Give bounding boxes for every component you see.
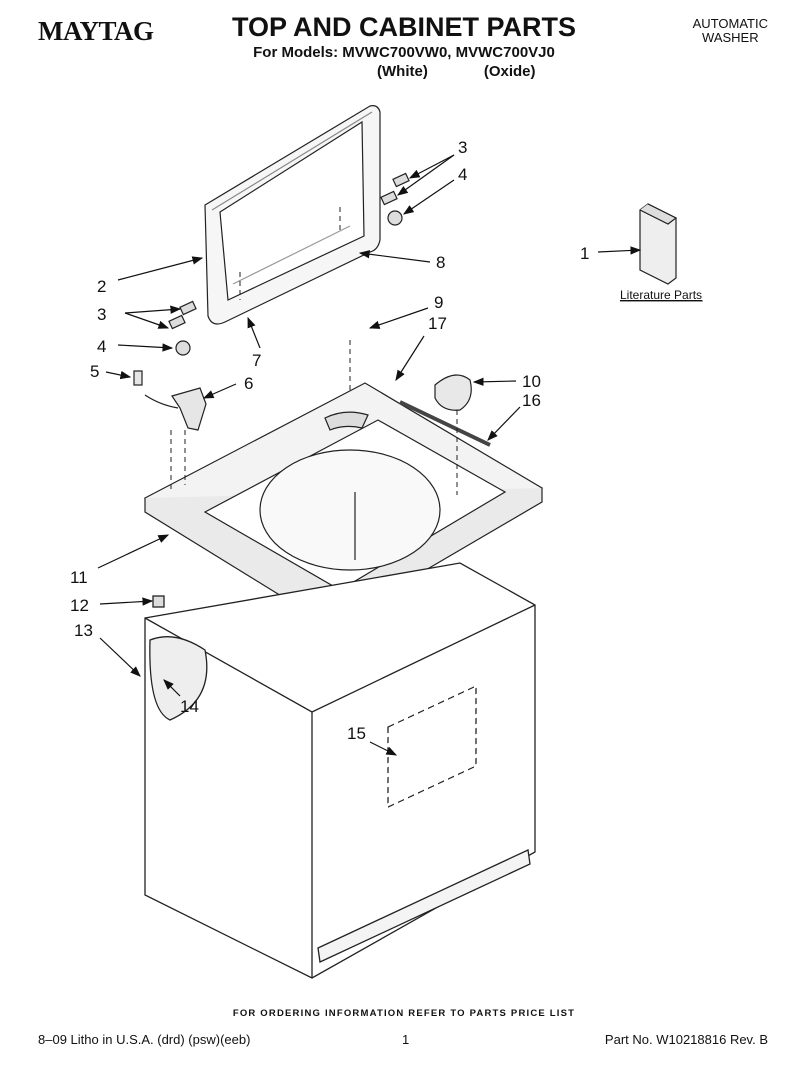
product-type-line-2: WASHER — [702, 30, 759, 45]
variant-white: (White) — [377, 63, 428, 80]
callout-8: 8 — [436, 253, 445, 272]
product-type: AUTOMATIC WASHER — [693, 17, 768, 45]
callout-6: 6 — [244, 374, 253, 393]
callout-3-right: 3 — [458, 138, 467, 157]
callout-14: 14 — [180, 697, 199, 716]
literature-parts — [639, 203, 678, 285]
callout-1: 1 — [580, 244, 589, 263]
product-type-line-1: AUTOMATIC — [692, 16, 768, 31]
callout-4-left: 4 — [97, 337, 106, 356]
variant-oxide: (Oxide) — [483, 63, 536, 80]
page-title: TOP AND CABINET PARTS — [231, 12, 577, 42]
bleach-dispenser — [399, 374, 491, 447]
callout-5: 5 — [90, 362, 99, 381]
lid-switch-assembly — [133, 370, 207, 431]
callout-9: 9 — [434, 293, 443, 312]
dashed-assembly-lines — [170, 207, 458, 495]
callout-15: 15 — [347, 724, 366, 743]
callout-3-left: 3 — [97, 305, 106, 324]
ordering-note: FOR ORDERING INFORMATION REFER TO PARTS … — [232, 1008, 576, 1019]
literature-parts-label: Literature Parts — [620, 288, 702, 302]
lid-assembly — [204, 105, 381, 325]
litho-info: 8–09 Litho in U.S.A. (drd) (psw)(eeb) — [38, 1032, 251, 1047]
callout-2: 2 — [97, 277, 106, 296]
callout-7: 7 — [252, 351, 261, 370]
callout-16: 16 — [522, 391, 541, 410]
callout-17: 17 — [428, 314, 447, 333]
callout-4-right: 4 — [458, 165, 467, 184]
leader-lines — [97, 154, 642, 756]
callout-numbers: 1 2 3 3 4 4 5 6 7 8 9 10 11 12 13 14 15 … — [70, 138, 589, 743]
cabinet-top — [143, 382, 544, 627]
page-number: 1 — [402, 1032, 410, 1047]
part-number: Part No. W10218816 Rev. B — [604, 1032, 768, 1047]
callout-13: 13 — [74, 621, 93, 640]
callout-12: 12 — [70, 596, 89, 615]
callout-10: 10 — [522, 372, 541, 391]
brand-logo: MAYTAG — [38, 16, 154, 46]
hinge-hardware — [168, 172, 410, 356]
cabinet — [144, 562, 536, 979]
models-line: For Models: MVWC700VW0, MVWC700VJ0 — [253, 44, 555, 61]
variant-labels: (White) (Oxide) — [377, 63, 536, 80]
callout-11: 11 — [70, 568, 88, 587]
